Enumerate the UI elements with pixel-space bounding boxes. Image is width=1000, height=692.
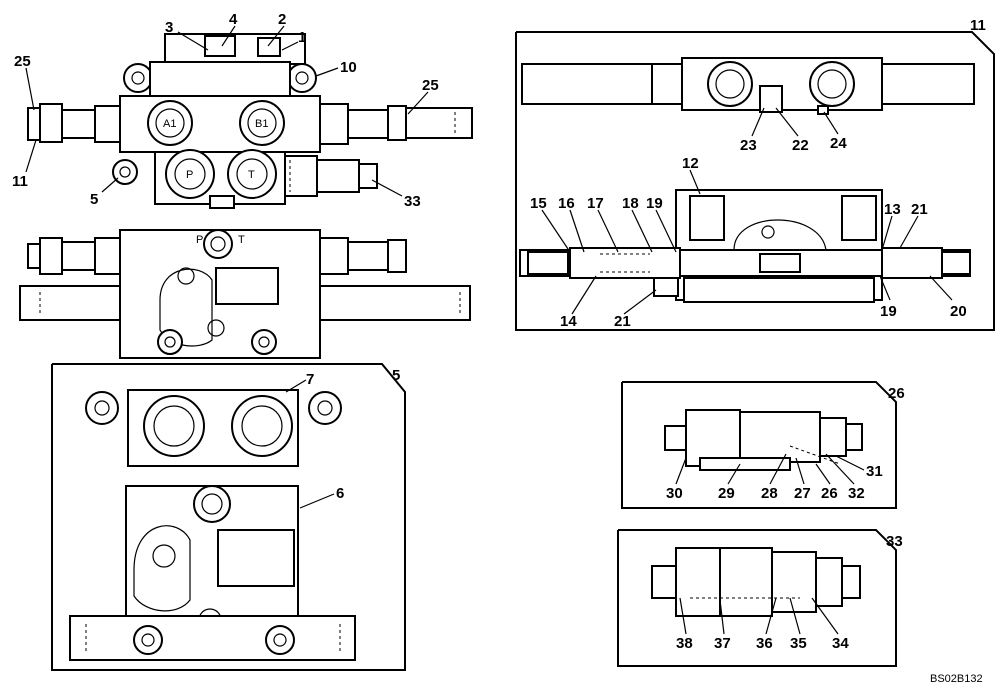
port-a1-label: A1	[163, 118, 176, 130]
part-label: 36	[756, 635, 773, 652]
part-label: 25	[422, 77, 439, 94]
leader-lines	[25, 25, 953, 635]
part-label: 22	[792, 137, 809, 154]
part-label: 19	[880, 303, 897, 320]
panel-11-callout: 11	[970, 17, 986, 34]
part-label: 31	[866, 463, 883, 480]
part-label: 29	[718, 485, 735, 502]
port-p-label: P	[186, 169, 193, 181]
part-label: 25	[14, 53, 31, 70]
part-label: 3	[165, 19, 173, 36]
part-label: 26	[821, 485, 838, 502]
part-label: 12	[682, 155, 699, 172]
part-label: 20	[950, 303, 967, 320]
part-label: 11	[12, 173, 28, 190]
panel-5-callout: 5	[392, 367, 400, 384]
part-label: 23	[740, 137, 757, 154]
part-label: 19	[646, 195, 663, 212]
panel-33-callout: 33	[886, 533, 903, 550]
part-label: 7	[306, 371, 314, 388]
part-label: 13	[884, 201, 901, 218]
part-label: 1	[298, 29, 306, 46]
part-label: 4	[229, 11, 238, 28]
part-label: 18	[622, 195, 639, 212]
part-label: 37	[714, 635, 731, 652]
part-label: 2	[278, 11, 286, 28]
part-label: 15	[530, 195, 547, 212]
port-p-small-label: P	[196, 234, 203, 246]
port-b1-label: B1	[255, 118, 268, 130]
part-label: 33	[404, 193, 421, 210]
port-t-small-label: T	[238, 234, 245, 246]
panel-26-callout: 26	[888, 385, 905, 402]
part-label: 28	[761, 485, 778, 502]
panel-26	[621, 381, 897, 509]
panel-11	[515, 31, 995, 331]
part-label: 35	[790, 635, 807, 652]
part-label: 34	[832, 635, 849, 652]
valve-front-view: P T	[19, 229, 471, 359]
part-label: 21	[911, 201, 928, 218]
panel-33	[617, 529, 897, 667]
part-label: 6	[336, 485, 344, 502]
panel-5	[51, 363, 406, 671]
part-label: 5	[90, 191, 98, 208]
part-label: 10	[340, 59, 357, 76]
part-label: 17	[587, 195, 604, 212]
part-label: 16	[558, 195, 575, 212]
valve-top-view: A1 B1 P T	[27, 33, 473, 209]
drawing-reference: BS02B132	[930, 673, 983, 685]
part-label: 30	[666, 485, 683, 502]
part-label: 21	[614, 313, 631, 330]
part-label: 14	[560, 313, 577, 330]
part-label: 27	[794, 485, 811, 502]
port-t-label: T	[248, 169, 255, 181]
part-label: 32	[848, 485, 865, 502]
part-label: 38	[676, 635, 693, 652]
part-label: 24	[830, 135, 847, 152]
